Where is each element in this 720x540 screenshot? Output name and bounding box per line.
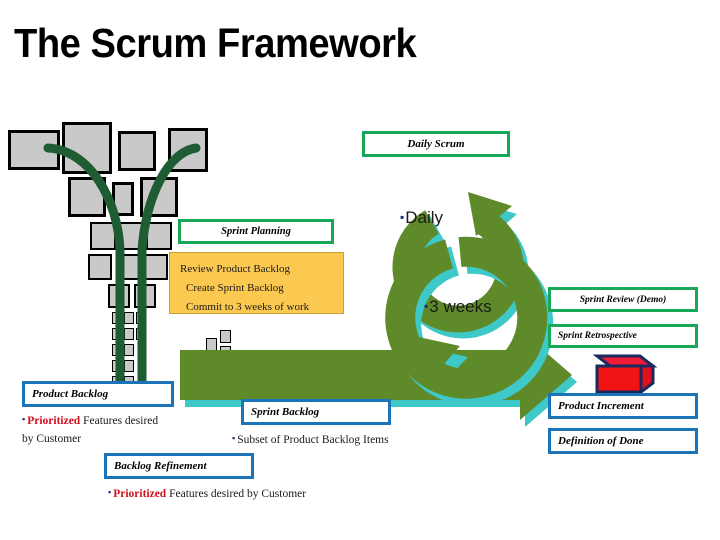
product-increment-label: Product Increment xyxy=(558,400,644,412)
definition-of-done-box[interactable]: Definition of Done xyxy=(548,428,698,454)
daily-scrum-box[interactable]: Daily Scrum xyxy=(362,131,510,157)
page-title: The Scrum Framework xyxy=(14,20,417,66)
sprint-backlog-caption: ▪Subset of Product Backlog Items xyxy=(232,429,389,449)
sprint-planning-item: Review Product Backlog xyxy=(180,263,290,275)
product-backlog-box[interactable]: Product Backlog xyxy=(22,381,174,407)
bullet-icon: ▪ xyxy=(22,414,26,424)
bullet-icon: ▪ xyxy=(400,210,405,224)
daily-cycle-label: ▪Daily xyxy=(400,208,443,228)
definition-of-done-label: Definition of Done xyxy=(558,435,644,447)
sprint-planning-label: Sprint Planning xyxy=(221,226,291,237)
product-backlog-label: Product Backlog xyxy=(32,388,109,400)
bullet-icon: ▪ xyxy=(424,299,429,313)
sprint-backlog-box[interactable]: Sprint Backlog xyxy=(241,399,391,425)
sprint-planning-item: Create Sprint Backlog xyxy=(186,282,284,294)
backlog-refinement-caption: ▪Prioritized Features desired by Custome… xyxy=(108,483,306,503)
sprint-retrospective-box[interactable]: Sprint Retrospective xyxy=(548,324,698,348)
sprint-backlog-item-square xyxy=(220,330,231,343)
backlog-item-square xyxy=(118,131,156,171)
sprint-backlog-label: Sprint Backlog xyxy=(251,406,320,418)
sprint-planning-items-panel: Review Product Backlog Create Sprint Bac… xyxy=(169,252,344,314)
backlog-refinement-caption-rest: Features desired by Customer xyxy=(166,488,307,500)
sprint-cycle-text: 3 weeks xyxy=(429,297,492,316)
product-backlog-highlight: Prioritized xyxy=(27,415,81,427)
sprint-circular-arrow-icon xyxy=(385,236,548,399)
sprint-review-label: Sprint Review (Demo) xyxy=(579,294,667,305)
sprint-backlog-caption-text: Subset of Product Backlog Items xyxy=(237,434,389,446)
product-backlog-caption-rest: Features desired by Customer xyxy=(22,415,159,445)
backlog-refinement-highlight: Prioritized xyxy=(113,488,167,500)
bullet-icon: ▪ xyxy=(232,433,236,443)
daily-cycle-text: Daily xyxy=(405,208,444,227)
backlog-item-square xyxy=(88,254,112,280)
backlog-refinement-box[interactable]: Backlog Refinement xyxy=(104,453,254,479)
sprint-retrospective-label: Sprint Retrospective xyxy=(558,331,637,341)
cube-icon xyxy=(592,354,658,395)
sprint-planning-item: Commit to 3 weeks of work xyxy=(186,301,310,313)
product-backlog-caption: ▪Prioritized Features desired by Custome… xyxy=(22,410,172,448)
backlog-refinement-label: Backlog Refinement xyxy=(114,460,207,472)
sprint-cycle-label: ▪3 weeks xyxy=(424,297,492,317)
product-increment-box[interactable]: Product Increment xyxy=(548,393,698,419)
bullet-icon: ▪ xyxy=(108,487,112,497)
sprint-planning-box[interactable]: Sprint Planning xyxy=(178,219,334,244)
sprint-review-box[interactable]: Sprint Review (Demo) xyxy=(548,287,698,312)
daily-scrum-label: Daily Scrum xyxy=(407,138,465,150)
